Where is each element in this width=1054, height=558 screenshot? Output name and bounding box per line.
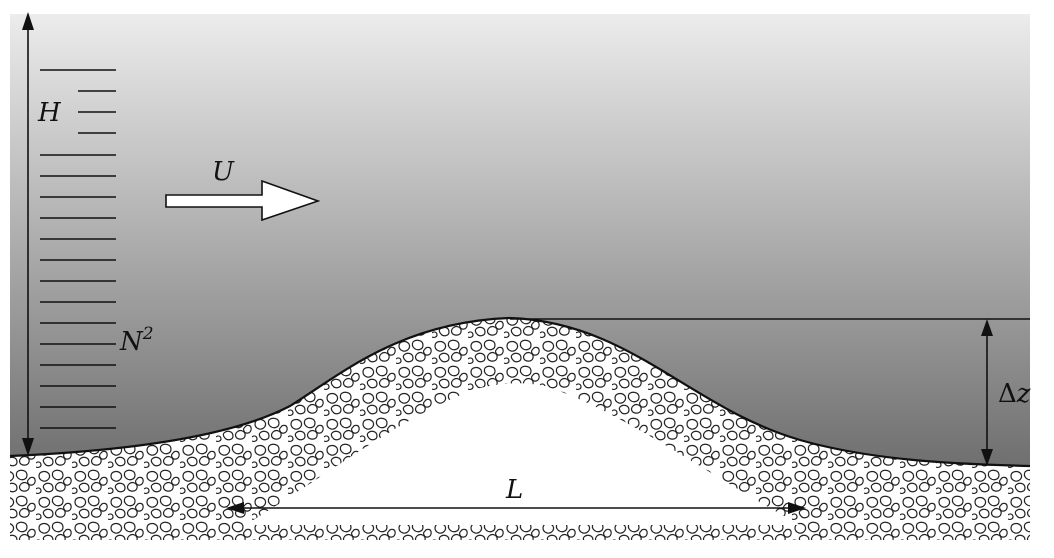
stratification-label: N2: [119, 324, 154, 357]
flow-arrow-icon: [165, 179, 321, 222]
height-label: Δz: [998, 379, 1031, 409]
fluid-region: [10, 14, 1030, 466]
velocity-label: U: [212, 157, 235, 187]
stratification-lines: [40, 69, 116, 429]
depth-label: H: [37, 98, 62, 128]
depth-arrow: [22, 12, 34, 456]
length-arrow: [226, 502, 806, 514]
hill-core: [245, 383, 800, 525]
height-arrow: [981, 319, 993, 466]
length-label: L: [505, 475, 523, 505]
hill-outline: [9, 316, 1031, 468]
